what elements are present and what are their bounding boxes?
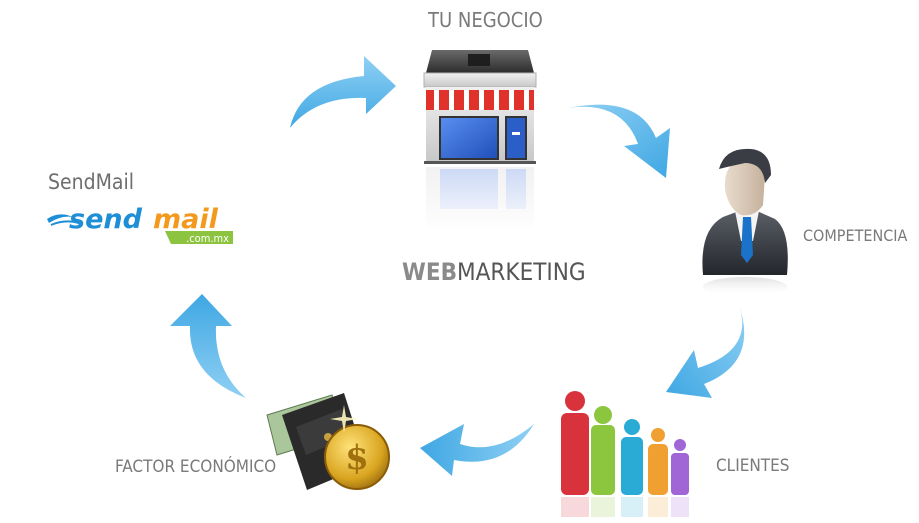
arrow-sendmail-to-negocio-icon	[286, 52, 396, 130]
wallet-coin-icon: $	[262, 385, 397, 500]
arrow-economico-to-sendmail-icon	[168, 290, 248, 400]
node-label-negocio: TU NEGOCIO	[428, 8, 543, 32]
people-group-icon	[555, 385, 695, 520]
businessman-icon	[695, 145, 795, 305]
logo-word-send: send	[69, 204, 143, 235]
node-label-clientes: CLIENTES	[716, 456, 790, 476]
svg-text:$: $	[345, 438, 369, 478]
arrow-clientes-to-economico-icon	[416, 412, 536, 478]
node-label-competencia: COMPETENCIA	[803, 226, 908, 245]
sendmail-logo[interactable]: send mail .com.mx	[45, 201, 240, 247]
title-bold-part: WEB	[402, 258, 458, 286]
arrow-competencia-to-clientes-icon	[664, 300, 750, 400]
node-label-sendmail: SendMail	[48, 170, 134, 194]
node-label-economico: FACTOR ECONÓMICO	[115, 457, 277, 477]
storefront-icon	[420, 45, 540, 235]
logo-domain: .com.mx	[186, 232, 229, 245]
arrow-negocio-to-competencia-icon	[566, 100, 670, 180]
diagram-title: WEBMARKETING	[402, 258, 586, 286]
logo-word-mail: mail	[153, 204, 219, 235]
title-regular-part: MARKETING	[457, 258, 586, 286]
